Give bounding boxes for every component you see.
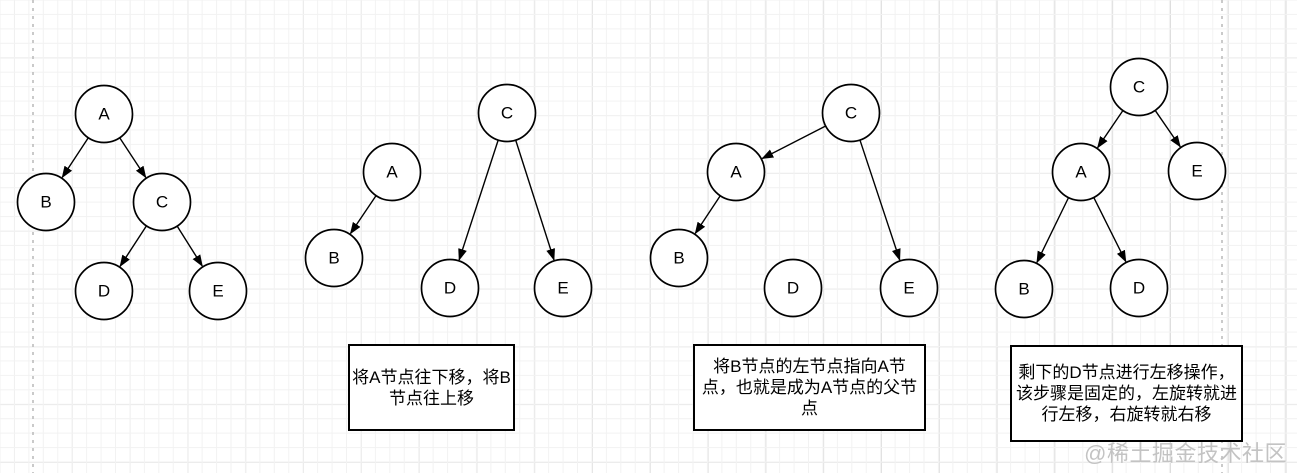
tree-node-D: D <box>74 261 134 321</box>
edge-C-to-E <box>176 225 203 267</box>
node-label: E <box>1191 162 1202 181</box>
node-label: C <box>156 193 168 212</box>
node-circle <box>994 259 1054 319</box>
caption-line: 行左移，右旋转就右移 <box>1041 405 1212 424</box>
node-circle <box>649 228 709 288</box>
node-circle <box>74 261 134 321</box>
watermark: @稀土掘金技术社区 <box>1084 441 1287 466</box>
tree-node-C: C <box>821 83 881 143</box>
tree-node-C: C <box>1109 57 1169 117</box>
edge-C-to-E <box>859 139 901 261</box>
tree-node-A: A <box>74 84 134 144</box>
tree-node-D: D <box>420 258 480 318</box>
node-circle <box>420 258 480 318</box>
node-label: D <box>1133 279 1145 298</box>
tree-node-A: A <box>706 142 766 202</box>
edge-A-to-D <box>1093 197 1127 263</box>
node-label: D <box>444 279 456 298</box>
node-circle <box>362 142 422 202</box>
edge-C-to-D <box>119 225 148 268</box>
node-label: E <box>903 279 914 298</box>
node-label: B <box>40 193 51 212</box>
tree-node-E: E <box>1167 141 1227 201</box>
edge-C-to-A <box>761 125 826 160</box>
tree-edges <box>61 110 1181 268</box>
tree-node-A: A <box>1051 142 1111 202</box>
edge-C-to-A <box>1097 110 1124 149</box>
caption-line: 剩下的D节点进行左移操作， <box>1018 363 1235 382</box>
edge-C-to-E <box>1154 110 1181 148</box>
tree-node-D: D <box>1109 258 1169 318</box>
caption-box-step-4-move-d-left: 剩下的D节点进行左移操作， 该步骤是固定的，左旋转就进行左移，右旋转就右移 <box>1010 345 1243 442</box>
node-circle <box>821 83 881 143</box>
tree-node-D: D <box>763 258 823 318</box>
node-circle <box>533 258 593 318</box>
node-circle <box>763 258 823 318</box>
caption-line: 节点往上移 <box>389 388 474 408</box>
edge-C-to-D <box>458 139 499 261</box>
tree-node-E: E <box>879 258 939 318</box>
node-label: C <box>501 104 513 123</box>
tree-node-E: E <box>188 261 248 321</box>
caption-line: 该步骤是固定的，左旋转就进 <box>1016 384 1237 403</box>
node-label: C <box>1133 78 1145 97</box>
edge-A-to-B <box>1036 197 1070 264</box>
node-label: B <box>1018 280 1029 299</box>
node-circle <box>879 258 939 318</box>
caption-line: 将B节点的左节点指向A节 <box>713 357 906 376</box>
node-label: C <box>845 104 857 123</box>
tree-node-E: E <box>533 258 593 318</box>
node-label: A <box>98 105 110 124</box>
tree-node-B: B <box>304 228 364 288</box>
tree-node-C: C <box>132 172 192 232</box>
caption-line: 点，也就是成为A节点的父节 <box>701 378 918 397</box>
node-label: A <box>1075 163 1087 182</box>
node-circle <box>74 84 134 144</box>
node-circle <box>1167 141 1227 201</box>
node-label: E <box>212 282 223 301</box>
tree-nodes: A B C D E C A B D E C A B D E C A E B D <box>16 57 1227 321</box>
edge-C-to-E <box>515 139 555 261</box>
tree-node-B: B <box>649 228 709 288</box>
node-circle <box>1109 57 1169 117</box>
caption-line: 将A节点往下移，将B <box>352 367 511 387</box>
caption-line: 点 <box>801 399 818 418</box>
node-label: D <box>98 282 110 301</box>
tree-node-B: B <box>994 259 1054 319</box>
node-circle <box>304 228 364 288</box>
node-circle <box>1051 142 1111 202</box>
node-circle <box>16 172 76 232</box>
tree-node-A: A <box>362 142 422 202</box>
edge-A-to-B <box>61 137 89 179</box>
node-circle <box>188 261 248 321</box>
tree-node-B: B <box>16 172 76 232</box>
node-label: D <box>787 279 799 298</box>
node-label: E <box>557 279 568 298</box>
edge-A-to-C <box>119 137 147 179</box>
node-circle <box>1109 258 1169 318</box>
tree-node-C: C <box>477 83 537 143</box>
node-label: B <box>673 249 684 268</box>
node-label: B <box>328 249 339 268</box>
node-label: A <box>730 163 742 182</box>
edge-A-to-B <box>694 195 721 235</box>
node-label: A <box>386 163 398 182</box>
caption-box-step-3-b-left-points-to-a: 将B节点的左节点指向A节点，也就是成为A节点的父节点 <box>693 344 926 431</box>
edge-A-to-B <box>349 195 377 235</box>
node-circle <box>706 142 766 202</box>
node-circle <box>132 172 192 232</box>
node-circle <box>477 83 537 143</box>
